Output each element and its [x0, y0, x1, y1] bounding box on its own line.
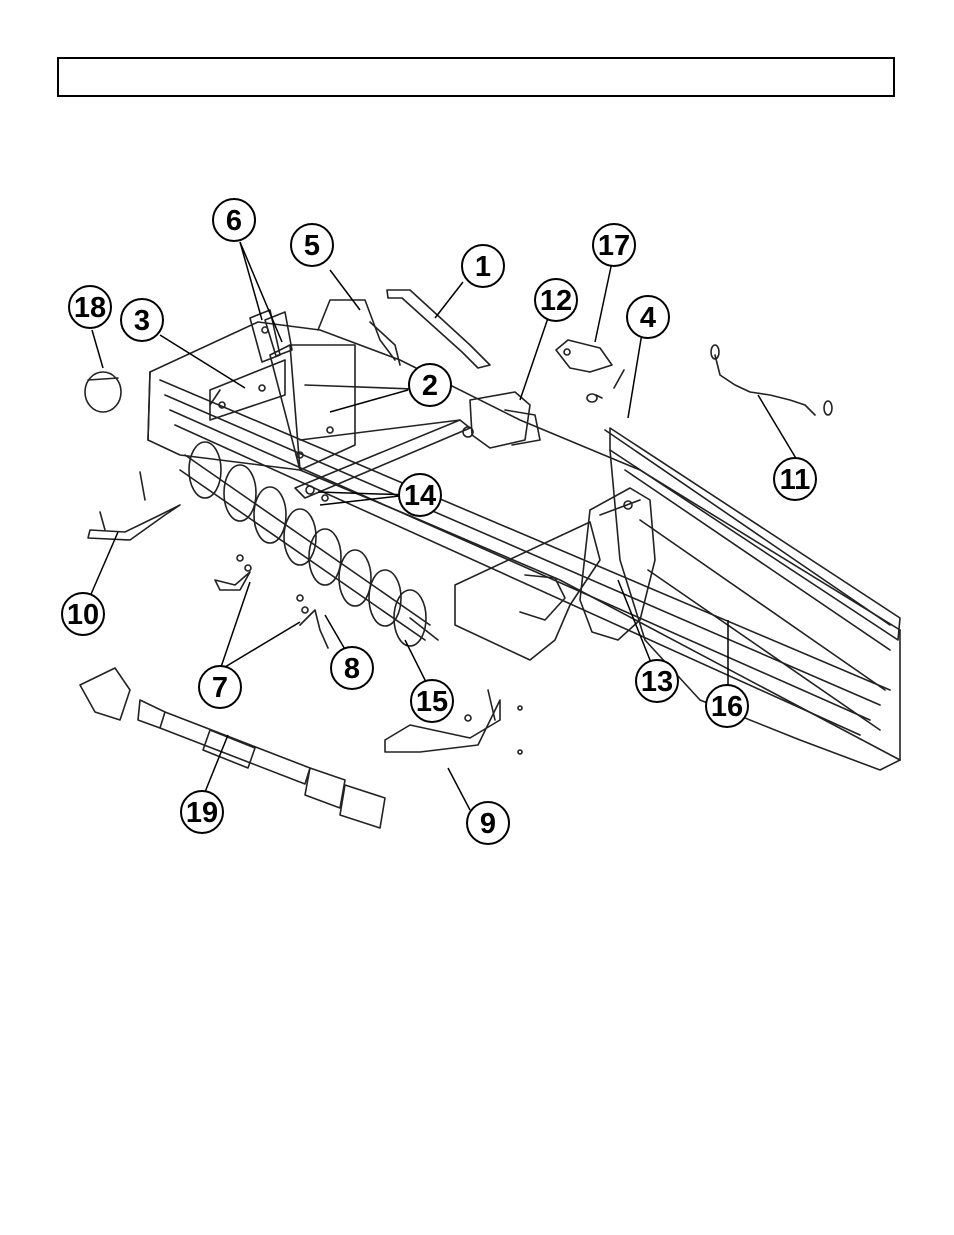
leader-lines: [85, 242, 797, 810]
callout-18: 18: [69, 286, 111, 328]
callout-2-label: 2: [422, 370, 438, 402]
callout-13-label: 13: [641, 666, 673, 698]
callout-9: 9: [467, 802, 509, 844]
callout-1-label: 1: [475, 251, 491, 283]
callout-1: 1: [462, 245, 504, 287]
rear-flap: [610, 428, 900, 770]
callout-7-label: 7: [212, 672, 228, 704]
callout-3-label: 3: [134, 305, 150, 337]
chain: [711, 345, 832, 415]
callout-11-label: 11: [780, 464, 811, 496]
callout-4-label: 4: [640, 302, 656, 334]
callout-14-label: 14: [404, 480, 436, 512]
top-link-bar: [387, 290, 490, 368]
bearing-cap: [85, 372, 121, 412]
callout-18-label: 18: [74, 292, 106, 324]
callout-17: 17: [593, 224, 635, 266]
callout-2: 2: [409, 364, 451, 406]
callout-15: 15: [411, 680, 453, 722]
callout-5-label: 5: [304, 230, 320, 262]
left-skid: [88, 472, 180, 540]
gearbox: [463, 392, 540, 448]
cam-plate: [556, 340, 624, 402]
callout-17-label: 17: [598, 230, 630, 262]
callout-15-label: 15: [416, 686, 448, 718]
callout-19-label: 19: [186, 797, 218, 829]
callout-7: 7: [199, 666, 241, 708]
callout-16-label: 16: [711, 691, 743, 723]
callouts: 1 2 3 4 5 6 7 8: [62, 199, 816, 844]
callout-8-label: 8: [344, 653, 360, 685]
callout-14: 14: [399, 474, 441, 516]
hood-rod: [605, 430, 890, 625]
callout-4: 4: [627, 296, 669, 338]
callout-5: 5: [291, 224, 333, 266]
callout-16: 16: [706, 685, 748, 727]
callout-9-label: 9: [480, 808, 496, 840]
callout-6-label: 6: [226, 205, 242, 237]
callout-10-label: 10: [67, 599, 99, 631]
callout-12: 12: [535, 279, 577, 321]
callout-8: 8: [331, 647, 373, 689]
callout-19: 19: [181, 791, 223, 833]
callout-11: 11: [774, 458, 816, 500]
callout-6: 6: [213, 199, 255, 241]
callout-12-label: 12: [540, 285, 572, 317]
callout-10: 10: [62, 593, 104, 635]
callout-3: 3: [121, 299, 163, 341]
callout-13: 13: [636, 660, 678, 702]
